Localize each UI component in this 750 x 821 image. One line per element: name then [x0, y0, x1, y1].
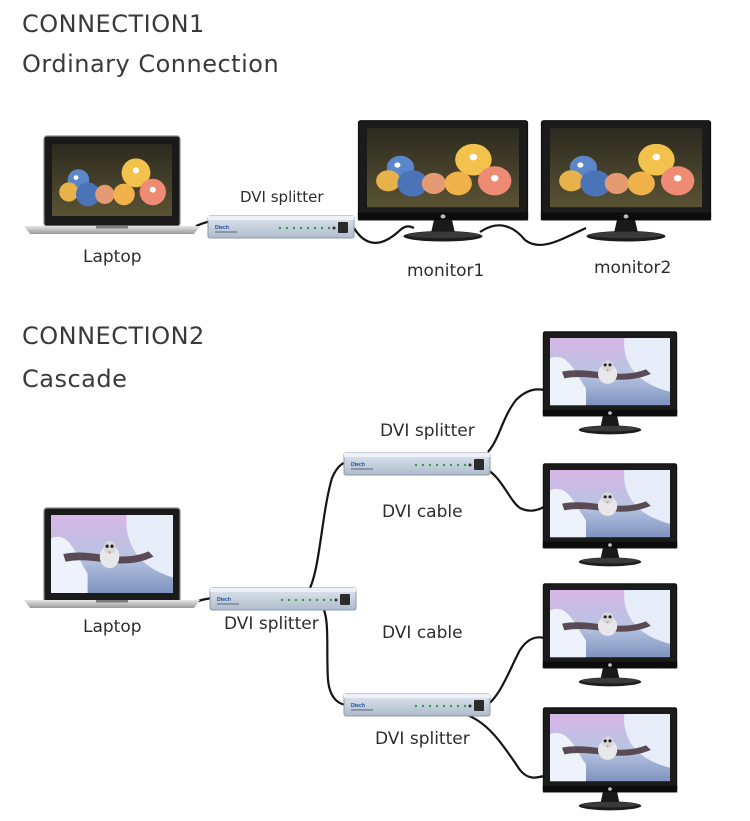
connection2-bottom-splitter	[343, 693, 491, 717]
connection2-cable-bottom-label: DVI cable	[382, 623, 463, 643]
connection2-heading: CONNECTION2	[22, 322, 205, 350]
laptop1-screen	[52, 144, 172, 216]
bottom-splitter-to-monitor-d-cable	[463, 712, 545, 779]
connection1-laptop-label: Laptop	[83, 247, 142, 267]
connection2-cable-top-label: DVI cable	[382, 502, 463, 522]
connection2-monitor-c	[542, 583, 678, 687]
connection2-top-splitter	[343, 452, 491, 476]
connection1-subheading: Ordinary Connection	[22, 50, 280, 78]
bottom-splitter-to-monitor-c-cable	[479, 636, 545, 711]
connection2-laptop-label: Laptop	[83, 617, 142, 637]
main-to-top-splitter-cable	[308, 460, 351, 589]
connection1-heading: CONNECTION1	[22, 10, 205, 38]
connection2-cables	[195, 388, 545, 779]
connection2-main-splitter	[209, 587, 357, 611]
connection1-monitor2-label: monitor2	[594, 258, 672, 278]
connection1-monitor1-label: monitor1	[407, 261, 485, 281]
connection2-monitor-b	[542, 463, 678, 567]
top-splitter-to-monitor-a-cable	[487, 388, 545, 453]
connection1-splitter	[207, 215, 355, 239]
connection2-splitter-top-label: DVI splitter	[380, 421, 475, 441]
connection1-splitter-label: DVI splitter	[240, 188, 324, 206]
connection2-splitter-bottom-label: DVI splitter	[375, 729, 470, 749]
monitor1-to-monitor2-cable	[479, 224, 587, 246]
connection2-splitter-main-label: DVI splitter	[224, 614, 319, 634]
connection1-monitor2	[540, 120, 712, 242]
connection1-laptop	[24, 135, 200, 234]
connection2-monitor-a	[542, 331, 678, 435]
main-to-bottom-splitter-cable	[321, 605, 349, 707]
laptop2-screen	[51, 515, 173, 593]
top-splitter-to-monitor-b-cable	[477, 464, 545, 512]
connection1-monitor1	[357, 120, 529, 242]
splitter-to-monitor1-cable	[353, 225, 415, 244]
connection2-laptop	[24, 507, 200, 608]
connection2-subheading: Cascade	[22, 365, 128, 393]
connection2-monitor-d	[542, 707, 678, 811]
